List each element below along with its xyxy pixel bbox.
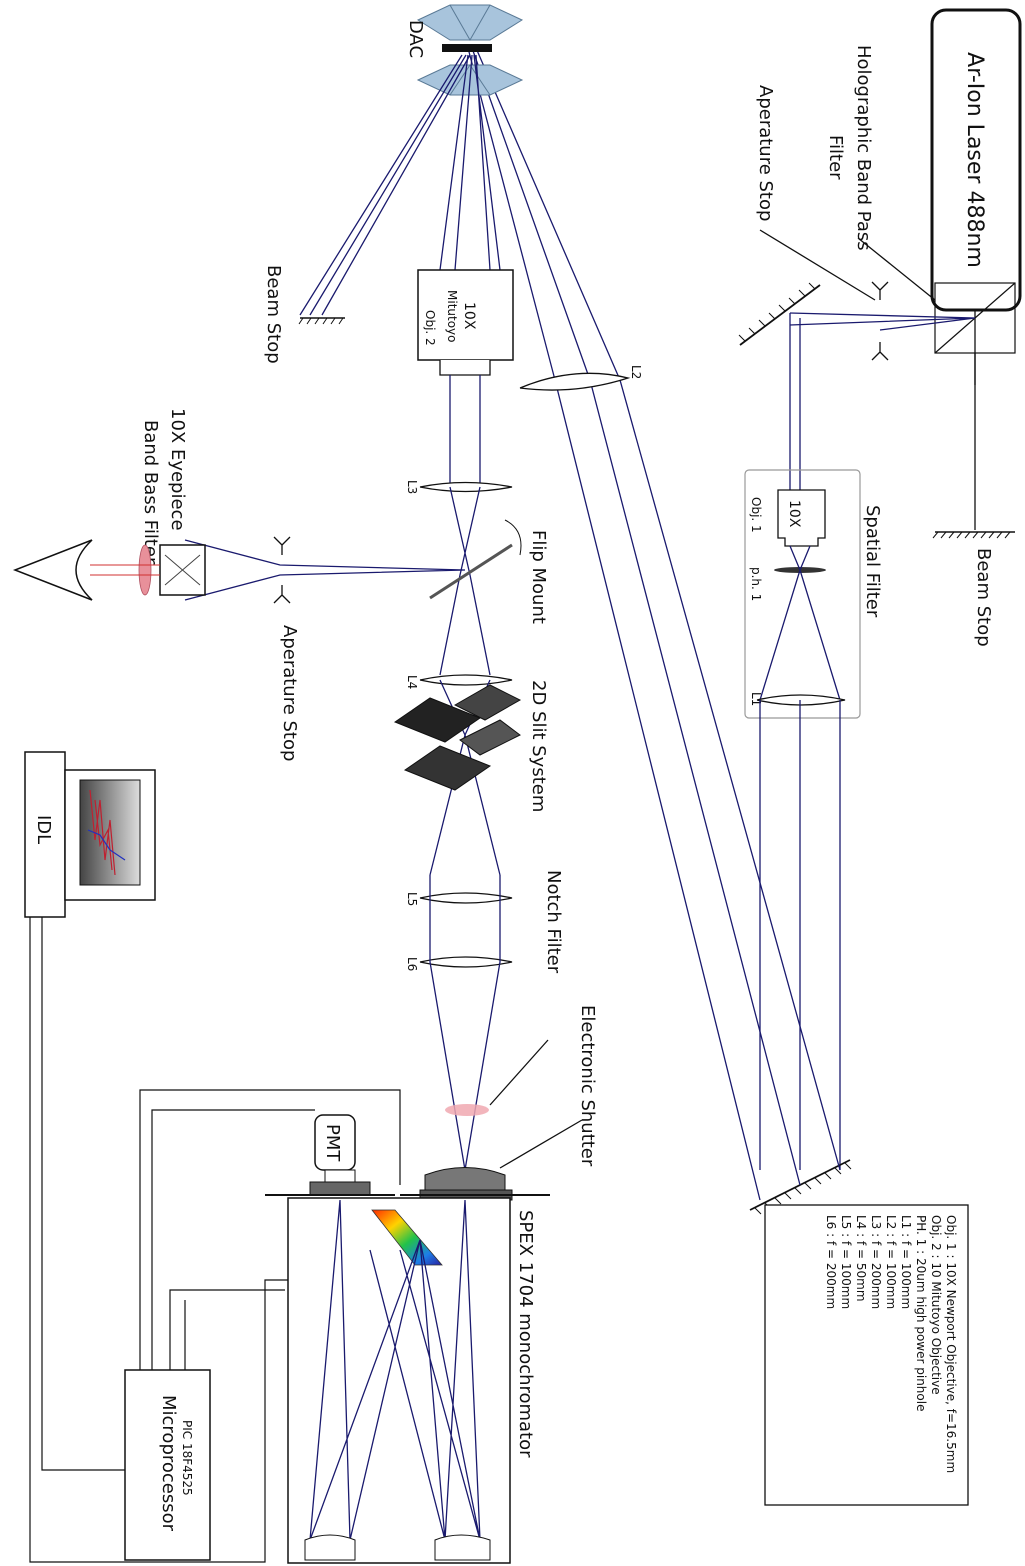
legend-item: Obj. 2 : 10 Mitutoyo Objective (929, 1215, 943, 1395)
beam-stop-left-label: Beam Stop (263, 265, 284, 364)
obj1-mag: 10X (786, 500, 802, 528)
idl-label: IDL (33, 815, 54, 844)
pmt: PMT (265, 1114, 395, 1196)
eyepiece: 10X Eyepiece Band Bass Filter (90, 408, 206, 596)
pmt-label: PMT (322, 1124, 343, 1162)
spatial-filter-label: Spatial Filter (862, 505, 883, 618)
mirror-top (738, 282, 821, 346)
micro-label: Microprocessor (158, 1395, 179, 1532)
ar-ion-laser: Ar-Ion Laser 488nm (930, 8, 1022, 312)
aperture-stop-mid-label: Aperature Stop (279, 625, 300, 761)
legend: Obj. 1 : 10X Newport Objective, f=16.5mm… (764, 1204, 969, 1506)
dac: DAC (405, 4, 524, 96)
eyepiece-label: 10X Eyepiece (167, 408, 188, 531)
legend-item: L6 : f = 200mm (824, 1215, 838, 1309)
band-pass-filter (138, 544, 152, 596)
spex-monochromator: SPEX 1704 monochromator (287, 1197, 536, 1564)
beam-stop-top: Beam Stop (932, 353, 1015, 647)
holo-filter-label-2: Filter (825, 135, 846, 180)
obj2-mag: 10X (461, 302, 477, 330)
slit-system: 2D Slit System (393, 680, 549, 812)
obj2-label: Obj. 2 (423, 310, 437, 346)
l4-label: L4 (405, 675, 419, 689)
l6-label: L6 (405, 957, 419, 971)
pic-label: PIC 18F4525 (180, 1420, 194, 1496)
flip-mount-label: Flip Mount (528, 530, 549, 624)
l5-label: L5 (405, 892, 419, 906)
beam-stop-left: Beam Stop (263, 54, 471, 364)
aperture-stop-top-label: Aperature Stop (755, 85, 776, 221)
objective-2: 10X Mitutoyo Obj. 2 (417, 269, 514, 376)
legend-item: L1 : f = 100mm (899, 1215, 913, 1309)
lens-l3: L3 (405, 480, 513, 494)
legend-item: L3 : f = 200mm (869, 1215, 883, 1309)
obj2-brand: Mitutoyo (445, 290, 459, 343)
legend-item: L5 : f = 100mm (839, 1215, 853, 1309)
band-pass-label: Band Bass Filter (140, 420, 161, 565)
slit-system-label: 2D Slit System (528, 680, 549, 812)
lens-l5: L5 (405, 892, 513, 906)
microprocessor: Microprocessor PIC 18F4525 (124, 1369, 211, 1561)
notch-filter: Notch Filter (445, 870, 564, 1116)
aperture-stop-mid: Aperature Stop (273, 536, 300, 761)
lens-l4: L4 (405, 674, 513, 689)
lens-l2: L2 (519, 365, 643, 391)
l1-label: L1 (749, 692, 763, 706)
eye-icon (12, 539, 93, 601)
beam-stop-top-label: Beam Stop (973, 548, 994, 647)
monitor-screen (79, 779, 141, 886)
legend-item: L2 : f = 100mm (884, 1215, 898, 1309)
spatial-filter: Spatial Filter 10X Obj. 1 p.h. 1 L1 (744, 469, 883, 719)
lens-l6: L6 (405, 956, 513, 971)
legend-item: PH. 1 : 20um high power pinhole (914, 1215, 928, 1411)
idl-computer: IDL (24, 751, 156, 918)
ph1-label: p.h. 1 (749, 567, 763, 601)
l3-label: L3 (405, 480, 419, 494)
aperture-stop-top: Aperature Stop (755, 85, 889, 361)
flip-mount: Flip Mount (429, 519, 549, 624)
laser-label: Ar-Ion Laser 488nm (962, 52, 987, 268)
legend-item: L4 : f = 50mm (854, 1215, 868, 1302)
notch-filter-label: Notch Filter (543, 870, 564, 974)
legend-item: Obj. 1 : 10X Newport Objective, f=16.5mm (944, 1215, 958, 1473)
diffraction-grating (371, 1209, 443, 1266)
obj1-label: Obj. 1 (749, 497, 763, 533)
electronic-shutter: Electronic Shutter (400, 1005, 598, 1201)
shutter-label: Electronic Shutter (577, 1005, 598, 1167)
holo-filter-label: Holographic Band Pass (853, 45, 874, 251)
wiring (29, 917, 401, 1563)
l2-label: L2 (629, 365, 643, 379)
spex-label: SPEX 1704 monochromator (515, 1210, 536, 1458)
dac-label: DAC (405, 20, 426, 58)
